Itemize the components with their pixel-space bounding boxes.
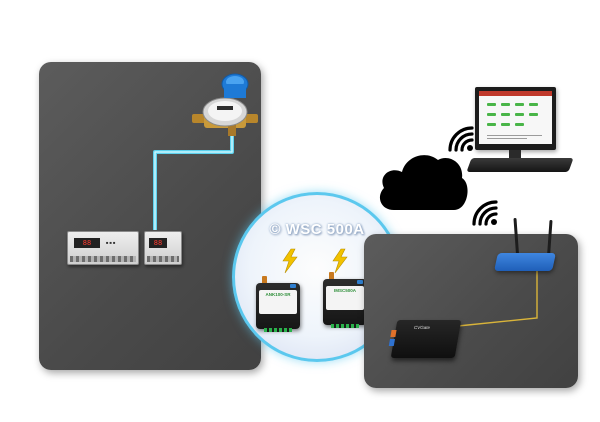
screen-cell: [515, 123, 524, 126]
din-module-left: 88 ■ ■ ■: [67, 231, 139, 265]
screen-cell: [487, 103, 496, 106]
cloud-icon: [379, 155, 468, 210]
monitor-stand: [509, 150, 521, 160]
brand-logo: [357, 280, 363, 284]
screen-line: [487, 135, 542, 136]
monitor-screen: [479, 91, 552, 144]
screen-line: [487, 138, 527, 139]
screen-cell: [515, 113, 524, 116]
computer-monitor: [475, 87, 556, 150]
screen-header: [479, 91, 552, 96]
badge-title: © WSC 500A: [269, 221, 365, 238]
wifi-router: [494, 253, 556, 271]
water-meter-icon: [192, 73, 258, 136]
din-tag-left: ■ ■ ■: [106, 240, 116, 245]
screen-cell: [529, 103, 538, 106]
screen-cell: [487, 123, 496, 126]
device-face: [259, 290, 297, 314]
antenna: [329, 272, 334, 279]
wifi-icon: [448, 126, 474, 152]
gateway-port-blue: [388, 339, 395, 346]
gateway-device-right: IMSC500A: [323, 272, 367, 328]
screen-cell: [529, 113, 538, 116]
terminal-block: [331, 324, 359, 328]
screen-cell: [501, 123, 510, 126]
lightning-icon: [332, 248, 348, 274]
screen-cell: [515, 103, 524, 106]
gateway-left-label: ANK100-SR: [265, 292, 291, 297]
lightning-icon: [282, 248, 298, 274]
gateway-port-orange: [390, 330, 397, 337]
din-display-right: 88: [149, 238, 167, 248]
gateway-badge: © WSC 500A ANK100-SR IMSC500A: [232, 192, 402, 362]
din-terminals-right: [147, 256, 179, 262]
antenna: [262, 276, 267, 283]
wifi-icon: [472, 200, 498, 226]
screen-cell: [501, 113, 510, 116]
din-display-left: 88: [74, 238, 100, 248]
screen-cell: [487, 113, 496, 116]
din-module-right: 88: [144, 231, 182, 265]
cloud-gateway-device: CVGate: [388, 320, 462, 358]
gateway-device-left: ANK100-SR: [256, 276, 300, 332]
device-face: [326, 286, 364, 310]
gateway-right-label: IMSC500A: [333, 288, 356, 293]
screen-cell: [501, 103, 510, 106]
terminal-block: [264, 328, 292, 332]
brand-logo: [290, 284, 296, 288]
cloud-gateway-label: CVGate: [413, 325, 431, 330]
din-terminals-left: [70, 256, 136, 262]
